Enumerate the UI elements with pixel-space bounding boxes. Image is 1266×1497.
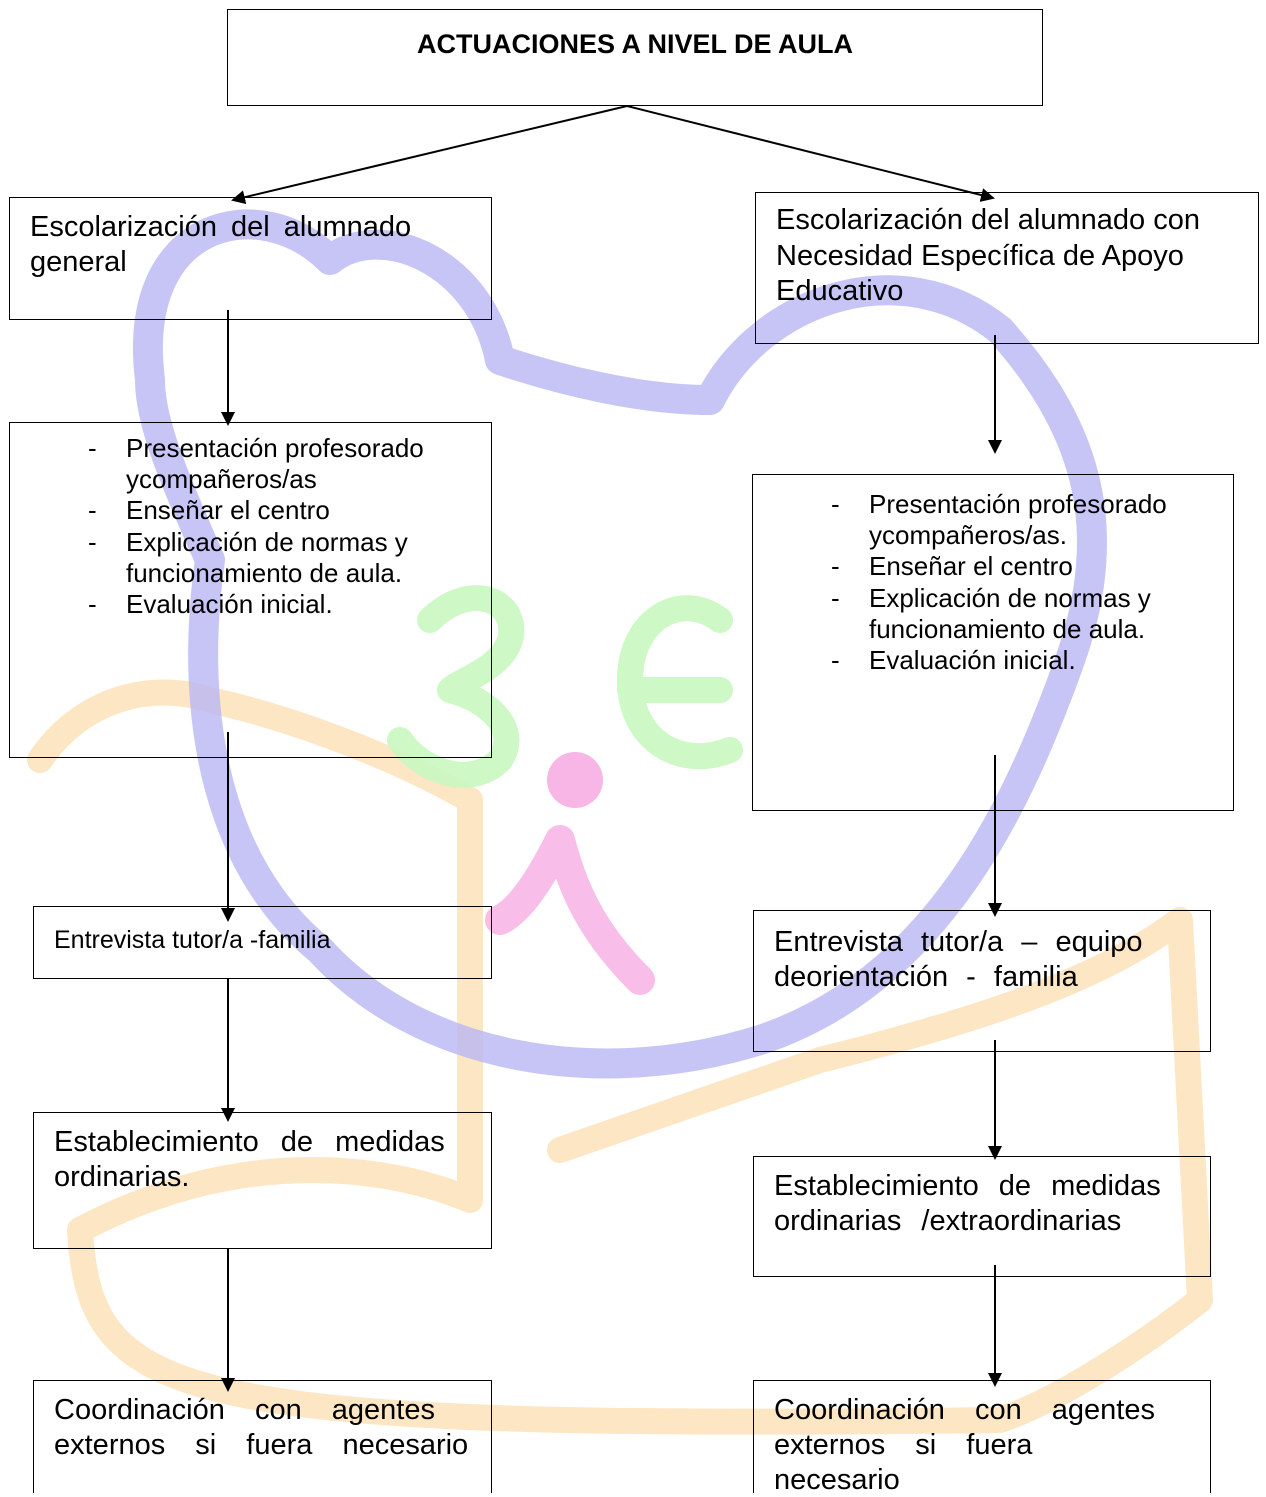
left-coordination-text: Coordinación con agentes externos si fue… (54, 1394, 469, 1461)
right-interview-text: Entrevista tutor/a – equipo deorientació… (774, 926, 1143, 993)
right-coordination-box: Coordinación con agentes externos si fue… (753, 1380, 1211, 1496)
left-heading-text: Escolarización del alumnado general (30, 211, 412, 278)
list-item: Explicación de normas y funcionamiento d… (753, 583, 1233, 645)
left-interview-text: Entrevista tutor/a -familia (54, 926, 331, 954)
right-heading-text: Escolarización del alumnado con Necesida… (776, 204, 1200, 308)
watermark-green-mark-2 (617, 595, 743, 770)
right-measures-box: Establecimiento de medidas ordinarias /e… (753, 1156, 1211, 1277)
left-heading-box: Escolarización del alumnado general (9, 197, 492, 320)
arrow-title-to-left (231, 105, 628, 205)
right-interview-box: Entrevista tutor/a – equipo deorientació… (753, 910, 1211, 1052)
right-steps-box: Presentación profesorado ycompañeros/as.… (752, 474, 1234, 811)
left-steps-list: Presentación profesorado ycompañeros/as … (10, 433, 491, 620)
list-item: Enseñar el centro (10, 495, 491, 526)
list-item: Explicación de normas y funcionamiento d… (10, 527, 491, 589)
right-heading-box: Escolarización del alumnado con Necesida… (755, 192, 1259, 344)
right-steps-list: Presentación profesorado ycompañeros/as.… (753, 489, 1233, 676)
title-box: ACTUACIONES A NIVEL DE AULA (227, 9, 1043, 106)
list-item: Presentación profesorado ycompañeros/as (10, 433, 491, 495)
list-item: Evaluación inicial. (10, 589, 491, 620)
watermark-pink-mark (485, 825, 655, 995)
list-item: Presentación profesorado ycompañeros/as. (753, 489, 1233, 551)
left-coordination-box: Coordinación con agentes externos si fue… (33, 1380, 492, 1493)
left-measures-box: Establecimiento de medidas ordinarias. (33, 1112, 492, 1249)
right-measures-text: Establecimiento de medidas ordinarias /e… (774, 1170, 1161, 1237)
title-text: ACTUACIONES A NIVEL DE AULA (416, 29, 854, 59)
list-item: Enseñar el centro (753, 551, 1233, 582)
arrow-title-to-right (626, 105, 995, 202)
watermark-pink-dot (547, 752, 603, 808)
left-measures-text: Establecimiento de medidas ordinarias. (54, 1126, 445, 1193)
list-item: Evaluación inicial. (753, 645, 1233, 676)
left-steps-box: Presentación profesorado ycompañeros/as … (9, 422, 492, 758)
left-interview-box: Entrevista tutor/a -familia (33, 906, 492, 979)
right-coordination-text: Coordinación con agentes externos si fue… (774, 1394, 1155, 1496)
